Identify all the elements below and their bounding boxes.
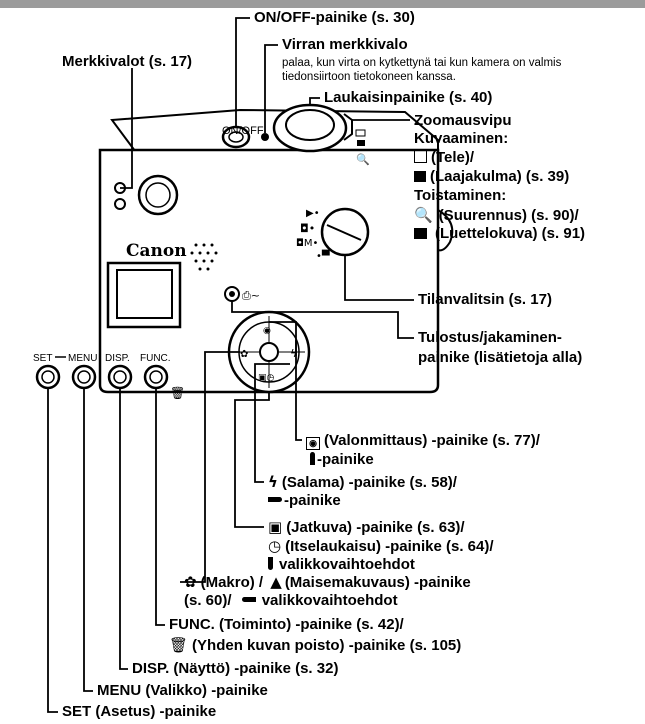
flash-icon: ϟ — [268, 473, 278, 491]
cam-btn-menu-print: MENU — [68, 353, 97, 364]
tele-icon — [414, 149, 427, 163]
label-menu: MENU (Valikko) -painike — [97, 682, 268, 699]
label-shooting: Kuvaaminen: — [414, 130, 509, 147]
svg-text:•▀: •▀ — [316, 249, 330, 262]
label-power-lamp: Virran merkkivalo — [282, 36, 408, 53]
row-func-2: 🗑(Yhden kuvan poisto) -painike (s. 105) — [169, 636, 461, 655]
row-magnify: 🔍 (Suurennus) (s. 90)/ — [414, 206, 579, 225]
row-metering-2: -painike — [310, 451, 374, 469]
label-flash-1: (Salama) -painike (s. 58)/ — [281, 474, 457, 491]
self-timer-icon: ◷ — [268, 537, 282, 555]
label-set: SET (Asetus) -painike — [62, 703, 217, 720]
camera-on-off-print: ON/OFF — [222, 125, 264, 137]
label-print-share-1: Tulostus/jakaminen- — [418, 329, 562, 346]
landscape-icon: ▲ — [270, 573, 282, 591]
label-wide: (Laajakulma) (s. 39) — [430, 168, 570, 185]
row-macro-1: ✿(Makro) / ▲(Maisemakuvaus) -painike — [184, 573, 471, 592]
label-cont-3: valikkovaihtoehdot — [279, 556, 415, 573]
wide-icon — [414, 171, 426, 182]
up-icon — [310, 452, 315, 465]
svg-text:⎙~: ⎙~ — [242, 289, 260, 302]
label-macro-d: valikkovaihtoehdot — [261, 592, 398, 609]
svg-text:🔍: 🔍 — [356, 152, 370, 166]
row-wide: (Laajakulma) (s. 39) — [414, 168, 569, 186]
label-zoom: Zoomausvipu — [414, 112, 512, 129]
macro-icon: ✿ — [184, 573, 197, 591]
svg-text:ϟ: ϟ — [290, 347, 297, 360]
label-macro-c: (s. 60)/ — [184, 592, 232, 609]
svg-text:◘•: ◘• — [300, 222, 315, 235]
cam-btn-func-print: FUNC. — [140, 353, 171, 364]
row-flash-2: -painike — [268, 492, 341, 510]
magnify-icon: 🔍 — [414, 206, 433, 224]
header-bar — [0, 0, 645, 8]
label-metering-1: (Valonmittaus) -painike (s. 77)/ — [324, 432, 540, 449]
right-icon — [268, 497, 282, 502]
label-power-lamp-desc-2: tiedonsiirtoon tietokoneen kanssa. — [282, 71, 456, 83]
label-macro-b: (Maisemakuvaus) -painike — [284, 574, 471, 591]
svg-text:◘M•: ◘M• — [296, 238, 318, 249]
label-magnify: (Suurennus) (s. 90)/ — [438, 207, 579, 224]
canon-logo: Canon — [126, 241, 187, 261]
label-func-2: (Yhden kuvan poisto) -painike (s. 105) — [192, 637, 462, 654]
label-indicators: Merkkivalot (s. 17) — [62, 53, 193, 70]
svg-text:▶•: ▶• — [306, 208, 320, 219]
index-icon — [414, 228, 427, 239]
label-playback: Toistaminen: — [414, 187, 507, 204]
label-tele: (Tele)/ — [431, 149, 475, 166]
label-mode-dial: Tilanvalitsin (s. 17) — [418, 291, 552, 308]
row-cont-1: ▣(Jatkuva) -painike (s. 63)/ — [268, 518, 465, 537]
svg-text:◉: ◉ — [263, 326, 271, 336]
cam-btn-set-print: SET — [33, 353, 52, 364]
label-func-1: FUNC. (Toiminto) -painike (s. 42)/ — [169, 616, 404, 633]
continuous-icon: ▣ — [268, 518, 283, 536]
row-cont-2: ◷(Itselaukaisu) -painike (s. 64)/ — [268, 537, 494, 556]
label-index: (Luettelokuva) (s. 91) — [435, 225, 586, 242]
row-index: (Luettelokuva) (s. 91) — [414, 225, 585, 243]
label-cont-1: (Jatkuva) -painike (s. 63)/ — [286, 519, 465, 536]
label-print-share-2: painike (lisätietoja alla) — [418, 349, 583, 366]
down-icon — [268, 557, 273, 570]
label-on-off: ON/OFF-painike (s. 30) — [254, 9, 415, 26]
label-metering-2: -painike — [317, 451, 374, 468]
row-cont-3: valikkovaihtoehdot — [268, 556, 415, 574]
label-flash-2: -painike — [284, 492, 341, 509]
row-tele: (Tele)/ — [414, 149, 474, 167]
erase-icon: 🗑 — [169, 636, 189, 654]
label-cont-2: (Itselaukaisu) -painike (s. 64)/ — [285, 538, 494, 555]
left-icon — [241, 597, 256, 602]
row-macro-2: (s. 60)/ valikkovaihtoehdot — [184, 592, 398, 610]
label-macro-a: (Makro) / — [200, 574, 264, 591]
svg-text:🗑: 🗑 — [170, 386, 185, 400]
cam-btn-disp-print: DISP. — [105, 353, 130, 364]
row-metering-1: ◉ (Valonmittaus) -painike (s. 77)/ — [306, 432, 540, 450]
label-disp: DISP. (Näyttö) -painike (s. 32) — [132, 660, 339, 677]
svg-text:▣◷: ▣◷ — [258, 373, 275, 383]
label-shutter: Laukaisinpainike (s. 40) — [324, 89, 493, 106]
row-flash-1: ϟ(Salama) -painike (s. 58)/ — [268, 473, 457, 492]
svg-text:✿: ✿ — [240, 349, 248, 360]
label-power-lamp-desc-1: palaa, kun virta on kytkettynä tai kun k… — [282, 57, 562, 69]
metering-icon: ◉ — [306, 437, 320, 450]
